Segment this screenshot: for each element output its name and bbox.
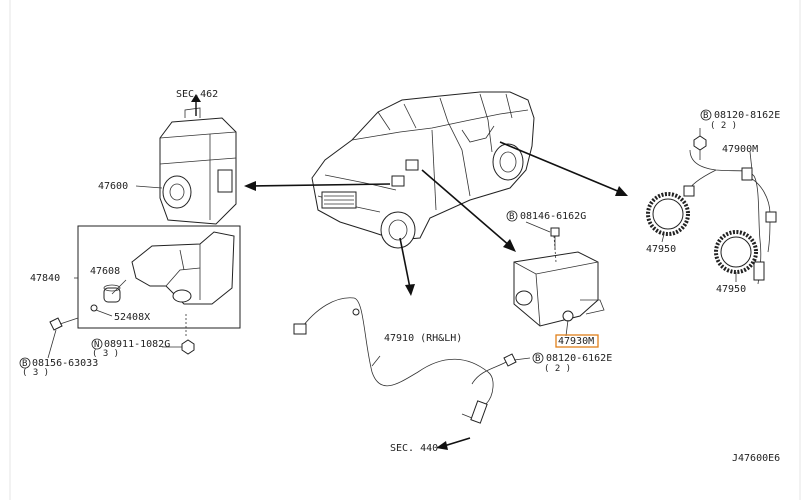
bolt-08156 <box>49 317 79 331</box>
label-08146: 08146-6162G <box>520 211 586 222</box>
nut-08911 <box>181 339 195 355</box>
label-08120-6162e: 08120-6162E <box>546 353 612 364</box>
bolt-symbol-icon <box>19 357 31 369</box>
front-wheel-sensor-harness <box>293 297 507 424</box>
label-08156-qty: ( 3 ) <box>22 368 49 378</box>
label-08120-8162e: 08120-8162E <box>714 110 780 121</box>
pump-motor <box>162 175 192 209</box>
bolt-symbol-icon <box>532 352 544 364</box>
nut-symbol-letter: N <box>94 340 99 350</box>
label-47930m: 47930M <box>558 336 594 347</box>
abs-bracket <box>131 231 235 305</box>
label-52408x: 52408X <box>114 312 150 323</box>
rear-wheel <box>492 143 524 181</box>
bolt-symbol-icon <box>506 210 518 222</box>
nut-symbol-icon <box>91 338 103 350</box>
vehicle-illustration <box>311 91 535 249</box>
label-sec462: SEC.462 <box>176 89 218 100</box>
label-08156: 08156-63033 <box>32 358 98 369</box>
label-47840: 47840 <box>30 273 60 284</box>
label-47950-upper: 47950 <box>646 244 676 255</box>
rear-wheel-sensor-harness <box>683 149 777 285</box>
label-47950-lower: 47950 <box>716 284 746 295</box>
bolt-symbol-icon <box>700 109 712 121</box>
highlight-47930m <box>555 334 599 348</box>
label-08911: 08911-1082G <box>104 339 170 350</box>
bolt-08120-6162e <box>503 353 531 367</box>
g-sensor-location <box>405 159 419 171</box>
bolt-symbol-letter-3: B <box>509 212 514 222</box>
label-08911-qty: ( 3 ) <box>92 349 119 359</box>
leader-47600 <box>135 185 163 189</box>
label-47600: 47600 <box>98 181 128 192</box>
abs-actuator-assembly <box>159 100 237 225</box>
sec462-arrow <box>191 94 201 102</box>
sensor-rotor-upper <box>646 192 690 236</box>
label-47910: 47910 (RH&LH) <box>384 333 462 344</box>
collar <box>90 304 98 312</box>
yaw-rate-sensor <box>513 227 605 327</box>
bolt-08120-8162e <box>693 135 707 160</box>
diagram-code: J47600E6 <box>732 453 780 464</box>
abs-actuator-location <box>391 175 405 187</box>
label-08120-6162e-qty: ( 2 ) <box>544 364 571 374</box>
sensor-rotor-lower <box>714 230 758 274</box>
mounting-grommet <box>103 284 121 303</box>
bolt-symbol-letter-4: B <box>535 354 540 364</box>
front-wheel <box>380 211 416 249</box>
label-08120-8162e-qty: ( 2 ) <box>710 121 737 131</box>
label-47900m: 47900M <box>722 144 758 155</box>
bracket-frame <box>77 225 241 329</box>
label-47608: 47608 <box>90 266 120 277</box>
bolt-symbol-letter-1: B <box>22 359 27 369</box>
location-arrows <box>244 141 628 296</box>
label-sec440: SEC. 440 <box>390 443 438 454</box>
bolt-symbol-letter-2: B <box>703 111 708 121</box>
